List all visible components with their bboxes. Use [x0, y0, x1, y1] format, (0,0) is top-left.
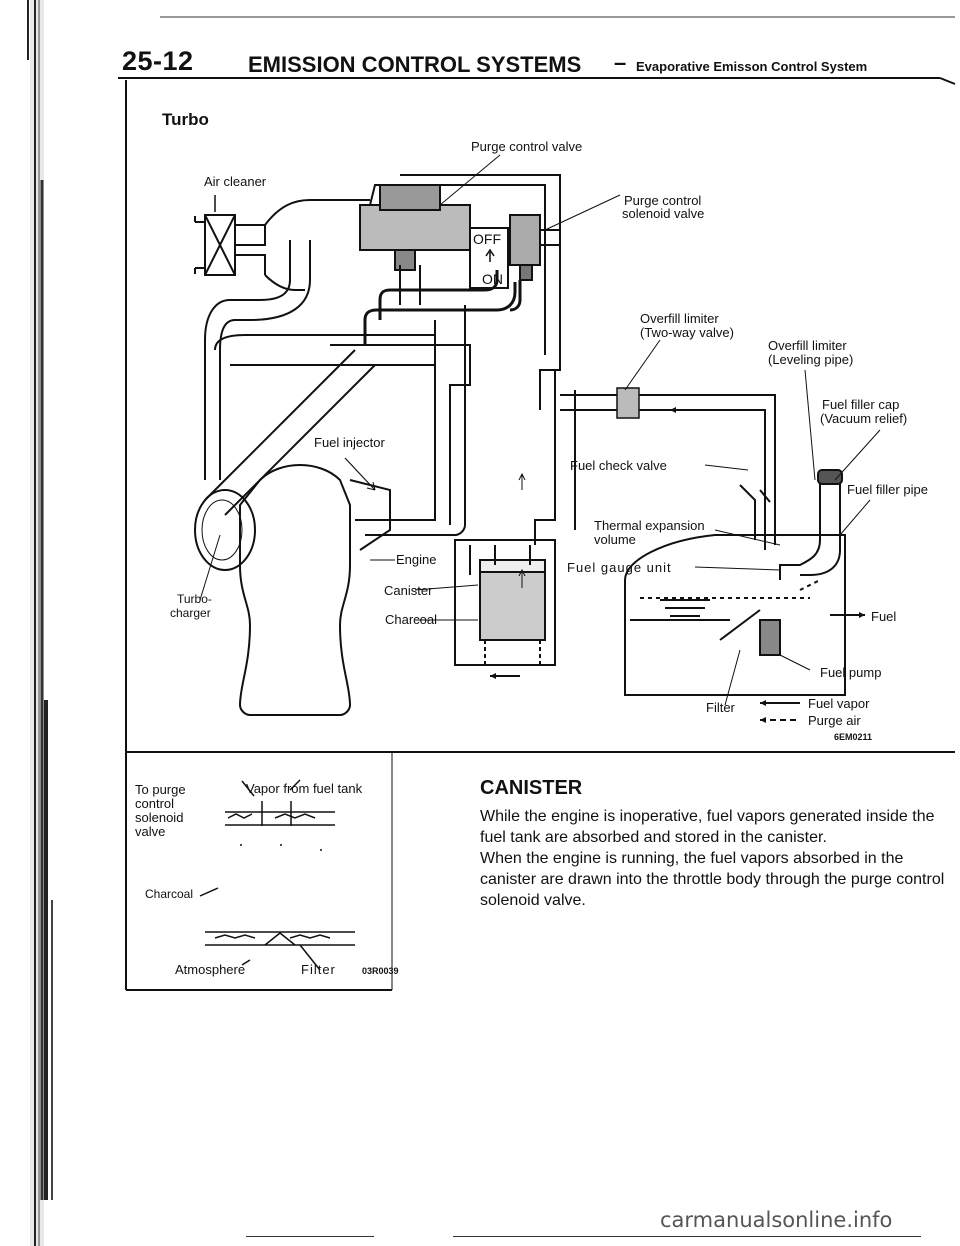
label-fuel-filler-cap-line1: Fuel filler cap — [822, 397, 900, 412]
label-turbocharger-line1: Turbo- — [177, 592, 212, 606]
legend-fuel-vapor: Fuel vapor — [808, 696, 870, 711]
label-overfill-two-way-line2: (Two-way valve) — [640, 325, 734, 340]
paragraph-1: While the engine is inoperative, fuel va… — [480, 808, 935, 846]
label-fuel-filler-pipe: Fuel filler pipe — [847, 482, 928, 497]
binding-edge — [27, 0, 53, 1246]
label-overfill-two-way-line1: Overfill limiter — [640, 311, 719, 326]
canister-detail-figure — [125, 752, 393, 991]
page-subtitle: Evaporative Emisson Control System — [636, 59, 868, 74]
canister-label-charcoal: Charcoal — [145, 887, 194, 901]
label-overfill-leveling-line2: (Leveling pipe) — [768, 352, 854, 367]
footer-rule-left — [246, 1236, 374, 1237]
engine-block — [238, 305, 471, 716]
canister-label-filter: Filter — [301, 962, 336, 977]
label-on: ON — [482, 271, 503, 287]
label-thermal-expansion-line2: volume — [594, 532, 636, 547]
intake-pipe — [204, 199, 435, 516]
label-purge-control-valve: Purge control valve — [471, 139, 583, 154]
canister-label-to-purge-3: solenoid — [135, 810, 184, 825]
label-filter: Filter — [706, 700, 735, 715]
air-cleaner — [194, 195, 266, 276]
section-body-canister: While the engine is inoperative, fuel va… — [480, 806, 950, 911]
canister-label-vapor-from: Vapor from fuel tank — [246, 781, 363, 796]
label-canister: Canister — [384, 583, 433, 598]
canister-label-to-purge-2: control — [135, 796, 175, 811]
canister-label-atmosphere: Atmosphere — [175, 962, 246, 977]
label-fuel-gauge-unit: Fuel gauge unit — [567, 560, 672, 575]
label-purge-solenoid-line1: Purge control — [624, 193, 702, 208]
label-charcoal: Charcoal — [385, 612, 438, 627]
figure-code-main: 6EM0211 — [834, 732, 873, 742]
figure-code-canister: 03R0039 — [362, 966, 399, 976]
canister-label-to-purge-1: To purge — [135, 782, 186, 797]
label-fuel-filler-cap-line2: (Vacuum relief) — [820, 411, 908, 426]
canister-label-to-purge-4: valve — [135, 824, 166, 839]
title-dash: – — [614, 50, 627, 75]
label-turbocharger-line2: charger — [170, 606, 211, 620]
label-fuel-injector: Fuel injector — [314, 435, 385, 450]
label-thermal-expansion-line1: Thermal expansion — [594, 518, 705, 533]
label-overfill-leveling-line1: Overfill limiter — [768, 338, 847, 353]
purge-control-valve — [359, 184, 471, 305]
purge-control-solenoid — [509, 214, 560, 281]
paragraph-2: When the engine is running, the fuel vap… — [480, 850, 945, 909]
canister — [454, 539, 556, 666]
page-title: EMISSION CONTROL SYSTEMS — [248, 52, 582, 77]
watermark: carmanualsonline.info — [660, 1208, 893, 1232]
section-heading-canister: CANISTER — [480, 777, 583, 799]
label-off: OFF — [473, 231, 501, 247]
footer-rule-right — [453, 1236, 921, 1237]
evap-system-diagram — [125, 80, 955, 753]
label-purge-solenoid-line2: solenoid valve — [622, 206, 705, 221]
label-air-cleaner: Air cleaner — [204, 174, 267, 189]
label-fuel-check-valve: Fuel check valve — [570, 458, 667, 473]
page-number: 25-12 — [122, 46, 194, 76]
turbocharger — [194, 489, 256, 601]
fuel-tank — [624, 469, 846, 696]
label-fuel-pump: Fuel pump — [820, 665, 882, 680]
label-engine: Engine — [396, 552, 437, 567]
header-rules — [118, 16, 956, 85]
label-fuel: Fuel — [871, 609, 897, 624]
legend-purge-air: Purge air — [808, 713, 861, 728]
figure-heading-turbo: Turbo — [162, 110, 209, 129]
